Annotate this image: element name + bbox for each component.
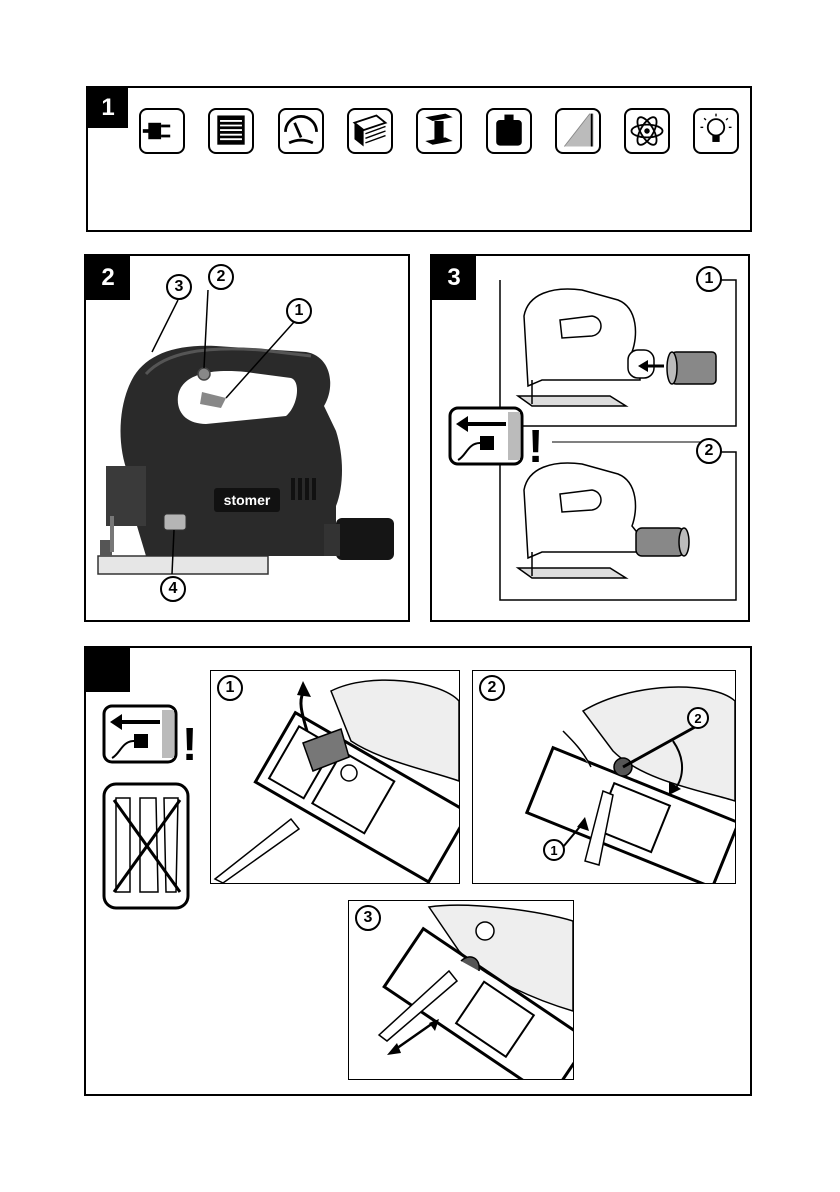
wood-icon [347, 108, 393, 154]
callout-lock-button: 3 [166, 274, 192, 300]
step-2-badge: 2 [479, 675, 505, 701]
vibration-icon [624, 108, 670, 154]
step-1-badge: 1 [696, 266, 722, 292]
step-1-badge: 1 [217, 675, 243, 701]
step-2-image: 2 2 1 [472, 670, 736, 884]
jigsaw-drawing-step2 [518, 463, 689, 578]
step-3-image: 3 [348, 900, 574, 1080]
jigsaw-photo: stomer [86, 256, 408, 620]
motor-icon [208, 108, 254, 154]
brand-logo: stomer [224, 492, 271, 508]
dust-adapter-step1 [667, 352, 716, 384]
callout-switch-button: 2 [208, 264, 234, 290]
unplug-warning-icon [450, 408, 522, 464]
warning-exclamation: ! [528, 420, 543, 472]
callout-hex-key: 2 [687, 707, 709, 729]
speed-gauge-icon [278, 108, 324, 154]
dust-icon [555, 108, 601, 154]
callout-blade-insert: 1 [543, 839, 565, 861]
unplug-warning-icon [104, 706, 176, 762]
figure-2-panel: 2 stomer 3 2 1 [84, 254, 410, 622]
callout-trigger: 1 [286, 298, 312, 324]
step-3-badge: 3 [355, 905, 381, 931]
prohibited-blades-icon [104, 784, 188, 908]
warning-exclamation: ! [182, 718, 197, 770]
metal-profile-icon [416, 108, 462, 154]
figure-3-panel: 3 [430, 254, 750, 622]
lightbulb-icon [693, 108, 739, 154]
weight-icon [486, 108, 532, 154]
jigsaw-drawing-step1 [518, 289, 654, 406]
step-1-image: 1 [210, 670, 460, 884]
callout-blade-lever: 4 [160, 576, 186, 602]
step-2-badge: 2 [696, 438, 722, 464]
plug-icon [139, 108, 185, 154]
figure-4-panel: ! 1 [84, 646, 752, 1096]
figure-1-number: 1 [88, 88, 128, 128]
